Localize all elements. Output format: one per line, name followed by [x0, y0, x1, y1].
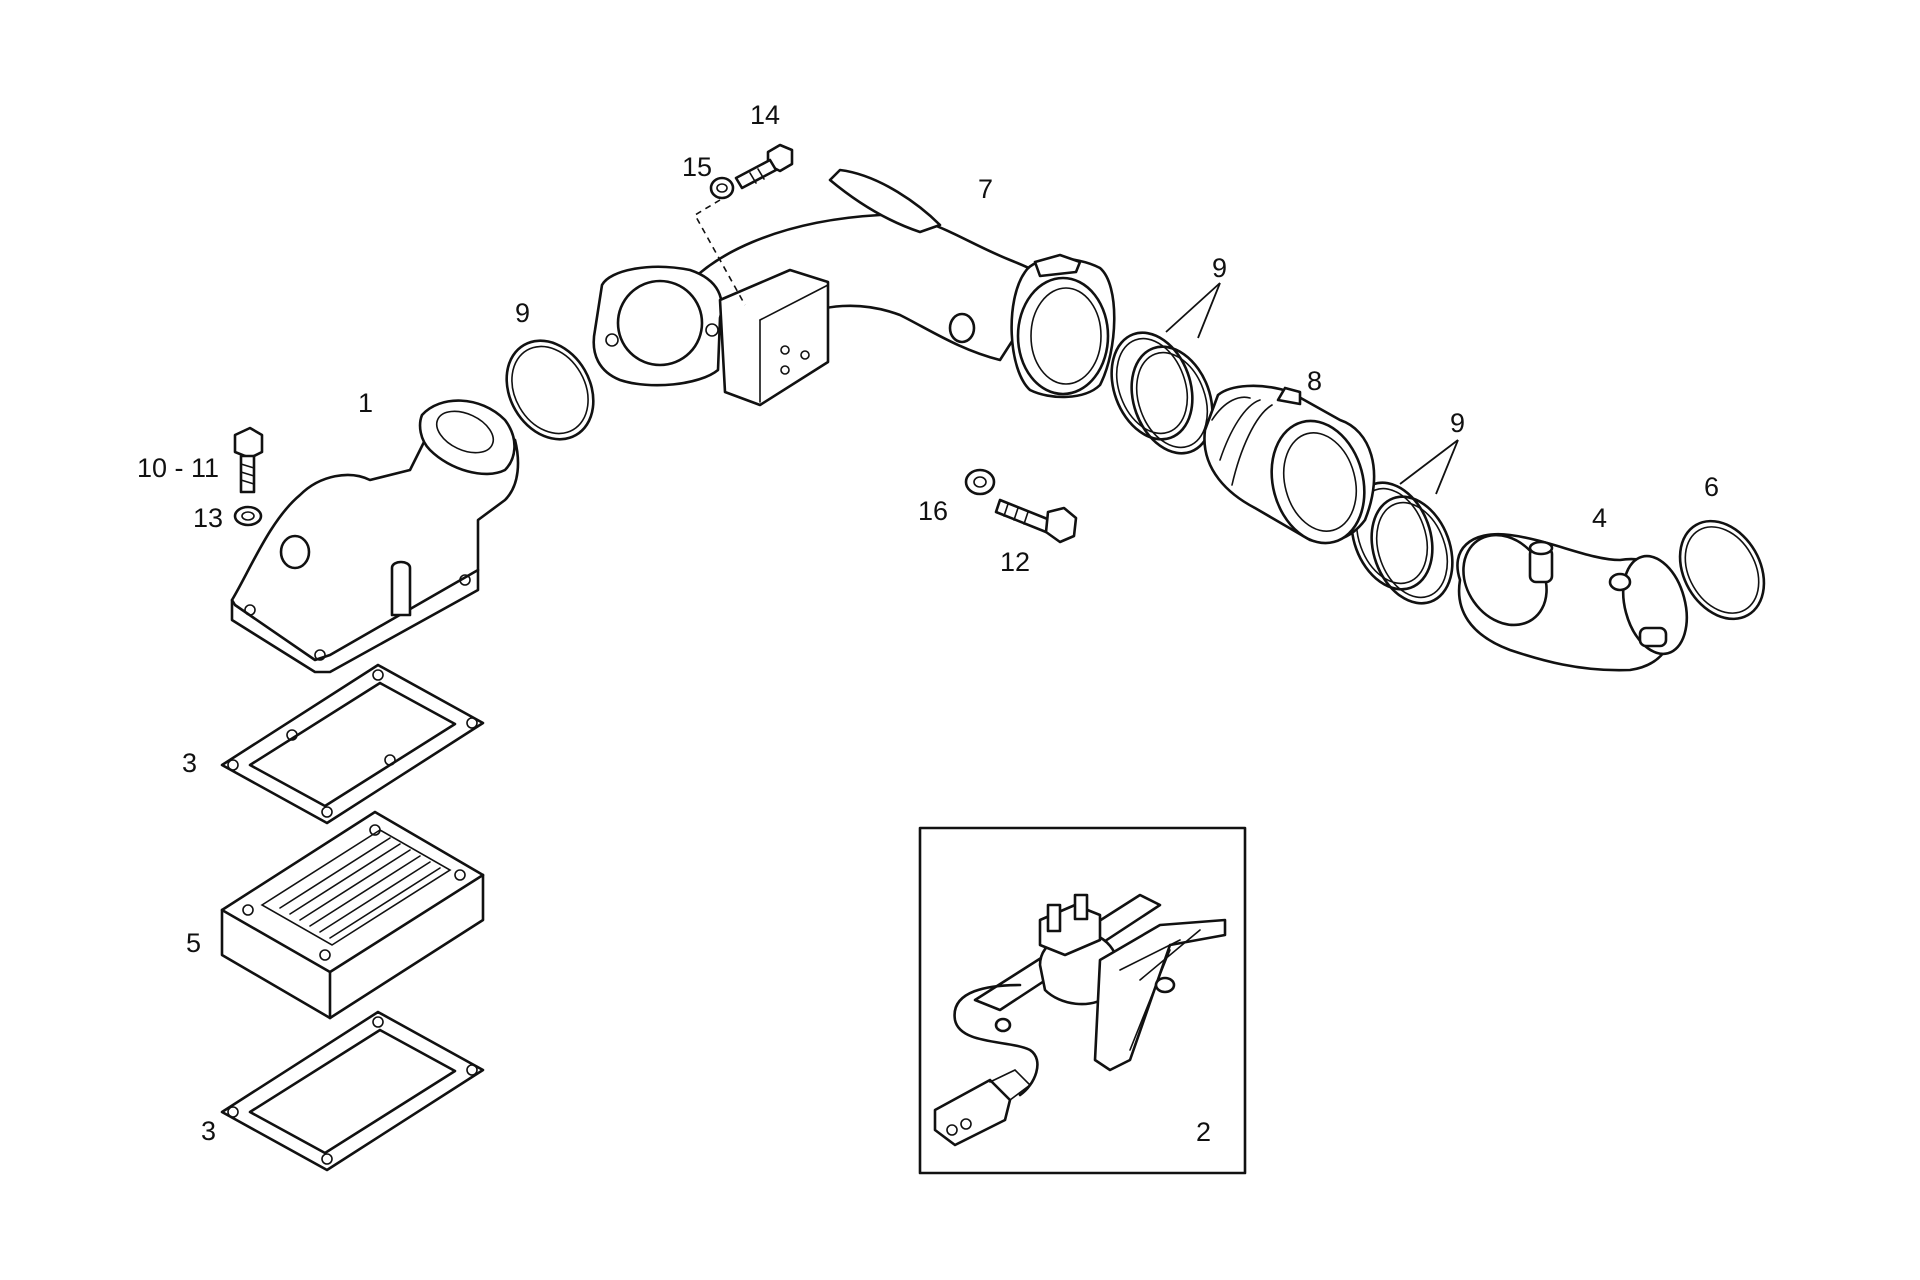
callout-6: 6: [1704, 472, 1719, 502]
callout-1: 1: [358, 388, 373, 418]
callout-13: 13: [193, 503, 223, 533]
callout-7: 7: [978, 174, 993, 204]
washer-part-13: [233, 505, 263, 527]
callout-16: 16: [918, 496, 948, 526]
callout-5: 5: [186, 928, 201, 958]
inset-detail-box: [918, 826, 1247, 1175]
callout-8: 8: [1307, 366, 1322, 396]
callout-2: 2: [1196, 1117, 1211, 1147]
callout-15: 15: [682, 152, 712, 182]
washer-part-16: [964, 468, 996, 496]
elbow-part-4: [1456, 532, 1689, 672]
o-ring-part-9-left: [505, 339, 595, 441]
gasket-lower-part-3: [220, 1010, 485, 1172]
callout-9-middle: 9: [1212, 253, 1227, 283]
o-ring-pair-part-9-middle: [1110, 331, 1214, 455]
intake-pipe-part-7: [592, 168, 1116, 407]
callout-4: 4: [1592, 503, 1607, 533]
callout-labels: 1 2 3 3 4 5 6 7 8 9 9 9 10 - 11 12 13 14…: [137, 100, 1719, 1147]
callout-14: 14: [750, 100, 780, 130]
washer-part-15: [709, 176, 735, 200]
sensor-assembly-part-2: [933, 893, 1227, 1147]
bolt-part-12: [994, 498, 1078, 544]
gasket-upper-part-3: [220, 663, 485, 825]
heater-block-part-5: [220, 810, 485, 1020]
callout-3-upper: 3: [182, 748, 197, 778]
manifold-elbow-part-1: [230, 399, 520, 674]
o-ring-part-6: [1678, 519, 1766, 621]
bolt-part-14: [734, 143, 794, 190]
callout-10-11: 10 - 11: [137, 453, 219, 483]
heater-grille: [279, 837, 441, 939]
callout-12: 12: [1000, 547, 1030, 577]
callout-9-right: 9: [1450, 408, 1465, 438]
threaded-sleeve-part-8: [1203, 384, 1376, 545]
leader-lines: [1165, 282, 1459, 495]
callout-9-left: 9: [515, 298, 530, 328]
callout-3-lower: 3: [201, 1116, 216, 1146]
bolt-part-10-11: [233, 426, 264, 494]
